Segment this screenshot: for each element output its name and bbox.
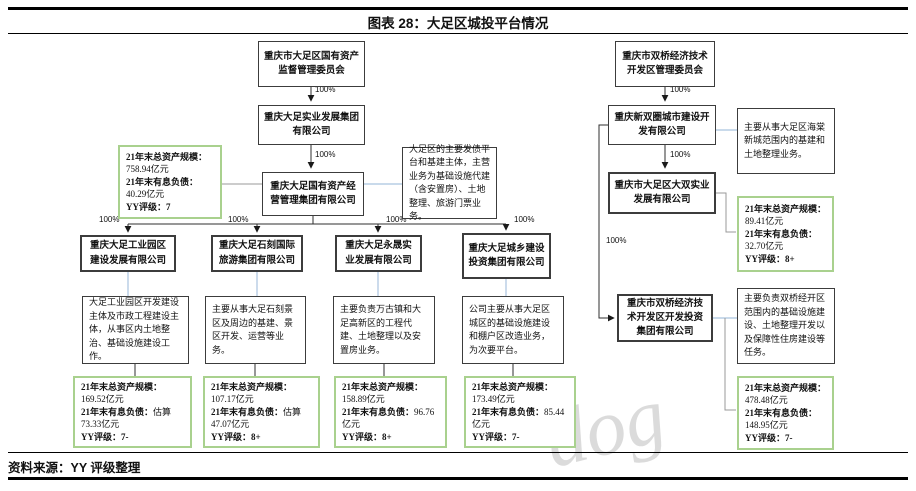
fin-rating: YY评级：8+	[342, 431, 392, 442]
fin-asset-label: 21年末总资产规模：	[745, 382, 827, 393]
fin-asset-label: 21年末总资产规模：	[342, 381, 424, 392]
fin-asset-row: 21年末总资产规模： 173.49亿元	[472, 381, 568, 406]
fin-asset-row: 21年末总资产规模： 158.89亿元	[342, 381, 439, 406]
fin-debt-value: 估算47.07亿元	[211, 406, 302, 430]
fin-asset-value: 89.41亿元	[745, 216, 784, 227]
fin-rating: YY评级：7-	[745, 432, 793, 443]
fin-debt-label: 21年末有息负债：	[126, 176, 199, 187]
fin-asset-label: 21年末总资产规模：	[126, 151, 208, 162]
note-core: 大足区的主要发债平台和基建主体，主营业务为基础设施代建（含安置房）、土地整理、旅…	[402, 144, 497, 221]
fin-asset-value: 173.49亿元	[472, 394, 515, 405]
box-shuangqiao-invest: 重庆市双桥经济技术开发区开发投资集团有限公司	[617, 294, 713, 342]
fin-debt-row: 21年末有息负债：96.76亿元	[342, 406, 439, 431]
figure-title: 图表 28：大足区城投平台情况	[367, 16, 549, 31]
fin-sub-industrial-park: 21年末总资产规模： 169.52亿元 21年末有息负债：估算73.33亿元 YY…	[73, 376, 192, 448]
note-sub-urban-rural: 公司主要从事大足区城区的基础设施建设和棚户区改造业务，为次要平台。	[462, 296, 564, 364]
fin-asset-value: 158.89亿元	[342, 394, 385, 405]
note-dashuang: 主要从事大足区海棠新城范围内的基建和土地整理业务。	[737, 108, 835, 174]
fin-asset-value: 107.17亿元	[211, 394, 254, 405]
fin-debt-row: 21年末有息负债：85.44亿元	[472, 406, 568, 431]
fin-core: 21年末总资产规模： 758.94亿元 21年末有息负债： 40.29亿元 YY评级…	[118, 145, 222, 219]
fin-asset-row: 21年末总资产规模： 169.52亿元	[81, 381, 184, 406]
note-sub-yongsheng: 主要负责万古镇和大足高新区的工程代建、土地整理以及安置房业务。	[333, 296, 435, 364]
fin-debt-label: 21年末有息负债：	[745, 407, 818, 418]
fin-dashuang: 21年末总资产规模： 89.41亿元 21年末有息负债： 32.70亿元 YY评级：…	[737, 196, 834, 272]
percent-label: 100%	[606, 236, 627, 245]
fin-sub-shike-tourism: 21年末总资产规模： 107.17亿元 21年末有息负债：估算47.07亿元 YY…	[203, 376, 320, 448]
rule-bottom	[8, 477, 908, 480]
fin-debt-row: 21年末有息负债： 40.29亿元	[126, 176, 214, 201]
box-core-company: 重庆大足国有资产经营管理集团有限公司	[262, 172, 364, 216]
fin-asset-label: 21年末总资产规模：	[472, 381, 554, 392]
fin-debt-value: 148.95亿元	[745, 420, 788, 431]
box-gov-left: 重庆市大足区国有资产监督管理委员会	[258, 41, 365, 87]
fin-debt-label: 21年末有息负债：	[472, 406, 545, 417]
fin-debt-row: 21年末有息负债：估算73.33亿元	[81, 406, 184, 431]
box-group-left: 重庆大足实业发展集团有限公司	[258, 105, 365, 145]
fin-rating: YY评级：7	[126, 201, 171, 212]
fin-asset-label: 21年末总资产规模：	[81, 381, 163, 392]
fin-asset-row: 21年末总资产规模： 478.48亿元	[745, 382, 826, 407]
fin-asset-row: 21年末总资产规模： 107.17亿元	[211, 381, 312, 406]
fin-asset-row: 21年末总资产规模： 758.94亿元	[126, 151, 214, 176]
fin-rating: YY评级：8+	[211, 431, 261, 442]
fin-debt-row: 21年末有息负债： 148.95亿元	[745, 407, 826, 432]
box-sub-yongsheng: 重庆大足永晟实业发展有限公司	[335, 235, 422, 272]
percent-label: 100%	[386, 215, 407, 224]
box-group-right: 重庆新双圈城市建设开发有限公司	[608, 105, 716, 145]
fin-debt-label: 21年末有息负债：	[745, 228, 818, 239]
percent-label: 100%	[99, 215, 120, 224]
percent-label: 100%	[315, 150, 336, 159]
box-sub-shike-tourism: 重庆大足石刻国际旅游集团有限公司	[211, 235, 303, 272]
percent-label: 100%	[228, 215, 249, 224]
fin-asset-label: 21年末总资产规模：	[745, 203, 827, 214]
box-sub-industrial-park: 重庆大足工业园区建设发展有限公司	[80, 235, 176, 272]
fin-rating: YY评级：7-	[472, 431, 520, 442]
fin-debt-label: 21年末有息负债：	[342, 406, 415, 417]
percent-label: 100%	[514, 215, 535, 224]
fin-debt-row: 21年末有息负债：估算47.07亿元	[211, 406, 312, 431]
fin-debt-value: 85.44亿元	[472, 406, 565, 430]
percent-label: 100%	[315, 85, 336, 94]
fin-debt-value: 估算73.33亿元	[81, 406, 172, 430]
fin-asset-value: 169.52亿元	[81, 394, 124, 405]
fin-debt-row: 21年末有息负债： 32.70亿元	[745, 228, 826, 253]
rule-above-source	[8, 452, 908, 453]
fin-debt-label: 21年末有息负债：	[211, 406, 284, 417]
rule-top	[8, 7, 908, 10]
fin-debt-value: 40.29亿元	[126, 189, 165, 200]
box-gov-right: 重庆市双桥经济技术开发区管理委员会	[615, 41, 715, 87]
source-note: 资料来源：YY 评级整理	[8, 461, 141, 475]
rule-under-title	[8, 33, 908, 34]
fin-asset-value: 758.94亿元	[126, 164, 169, 175]
fin-sub-urban-rural: 21年末总资产规模： 173.49亿元 21年末有息负债：85.44亿元 YY评级…	[464, 376, 576, 448]
fin-rating: YY评级：8+	[745, 253, 795, 264]
fin-rating: YY评级：7-	[81, 431, 129, 442]
fin-sub-yongsheng: 21年末总资产规模： 158.89亿元 21年末有息负债：96.76亿元 YY评级…	[334, 376, 447, 448]
note-sub-shike-tourism: 主要从事大足石刻景区及周边的基建、景区开发、运营等业务。	[205, 296, 306, 364]
fin-shuangqiao: 21年末总资产规模： 478.48亿元 21年末有息负债： 148.95亿元 YY评…	[737, 376, 834, 450]
note-sub-industrial-park: 大足工业园区开发建设主体及市政工程建设主体，从事区内土地整治、基础设施建设工作。	[82, 296, 189, 364]
fin-asset-value: 478.48亿元	[745, 395, 788, 406]
fin-debt-value: 96.76亿元	[342, 406, 435, 430]
fin-asset-label: 21年末总资产规模：	[211, 381, 293, 392]
box-dashuang: 重庆市大足区大双实业发展有限公司	[608, 172, 716, 214]
percent-label: 100%	[670, 150, 691, 159]
fin-debt-label: 21年末有息负债：	[81, 406, 154, 417]
note-shuangqiao: 主要负责双桥经开区范围内的基础设施建设、土地整理开发以及保障性住房建设等任务。	[737, 288, 835, 364]
percent-label: 100%	[670, 85, 691, 94]
box-sub-urban-rural: 重庆大足城乡建设投资集团有限公司	[462, 233, 551, 279]
fin-debt-value: 32.70亿元	[745, 241, 784, 252]
fin-asset-row: 21年末总资产规模： 89.41亿元	[745, 203, 826, 228]
